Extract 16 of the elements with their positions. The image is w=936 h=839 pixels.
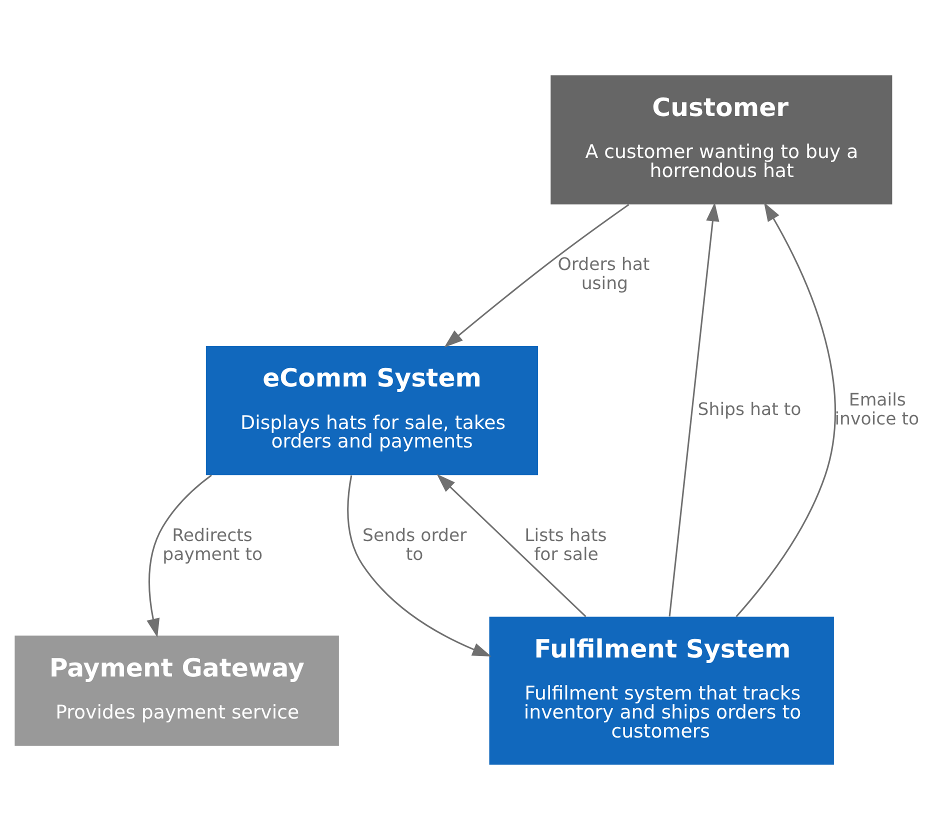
arrow bbox=[668, 202, 720, 616]
arrow bbox=[146, 474, 212, 638]
edge-label: Orders hat using bbox=[558, 254, 650, 294]
edge-label: Ships hat to bbox=[698, 399, 802, 420]
edge-label: Sends order to bbox=[362, 525, 467, 564]
node-box: Payment Gateway Provides payment service bbox=[14, 635, 339, 746]
arrow bbox=[347, 474, 492, 656]
edge-label: Redirects payment to bbox=[162, 525, 263, 564]
edge-label: Lists hats for sale bbox=[524, 525, 607, 564]
node-box: Customer A customer wanting to buy a horrendous hat bbox=[550, 74, 892, 204]
node-box: Fulfilment System Fulfilment system that tracks inventory and ships orders to customers bbox=[489, 616, 834, 764]
arrow bbox=[436, 474, 586, 617]
arrow bbox=[444, 203, 630, 348]
edge-label: Emails invoice to bbox=[834, 390, 920, 429]
node-box: eComm System Displays hats for sale, takes orders and payments bbox=[206, 346, 538, 475]
arrow bbox=[736, 202, 836, 617]
